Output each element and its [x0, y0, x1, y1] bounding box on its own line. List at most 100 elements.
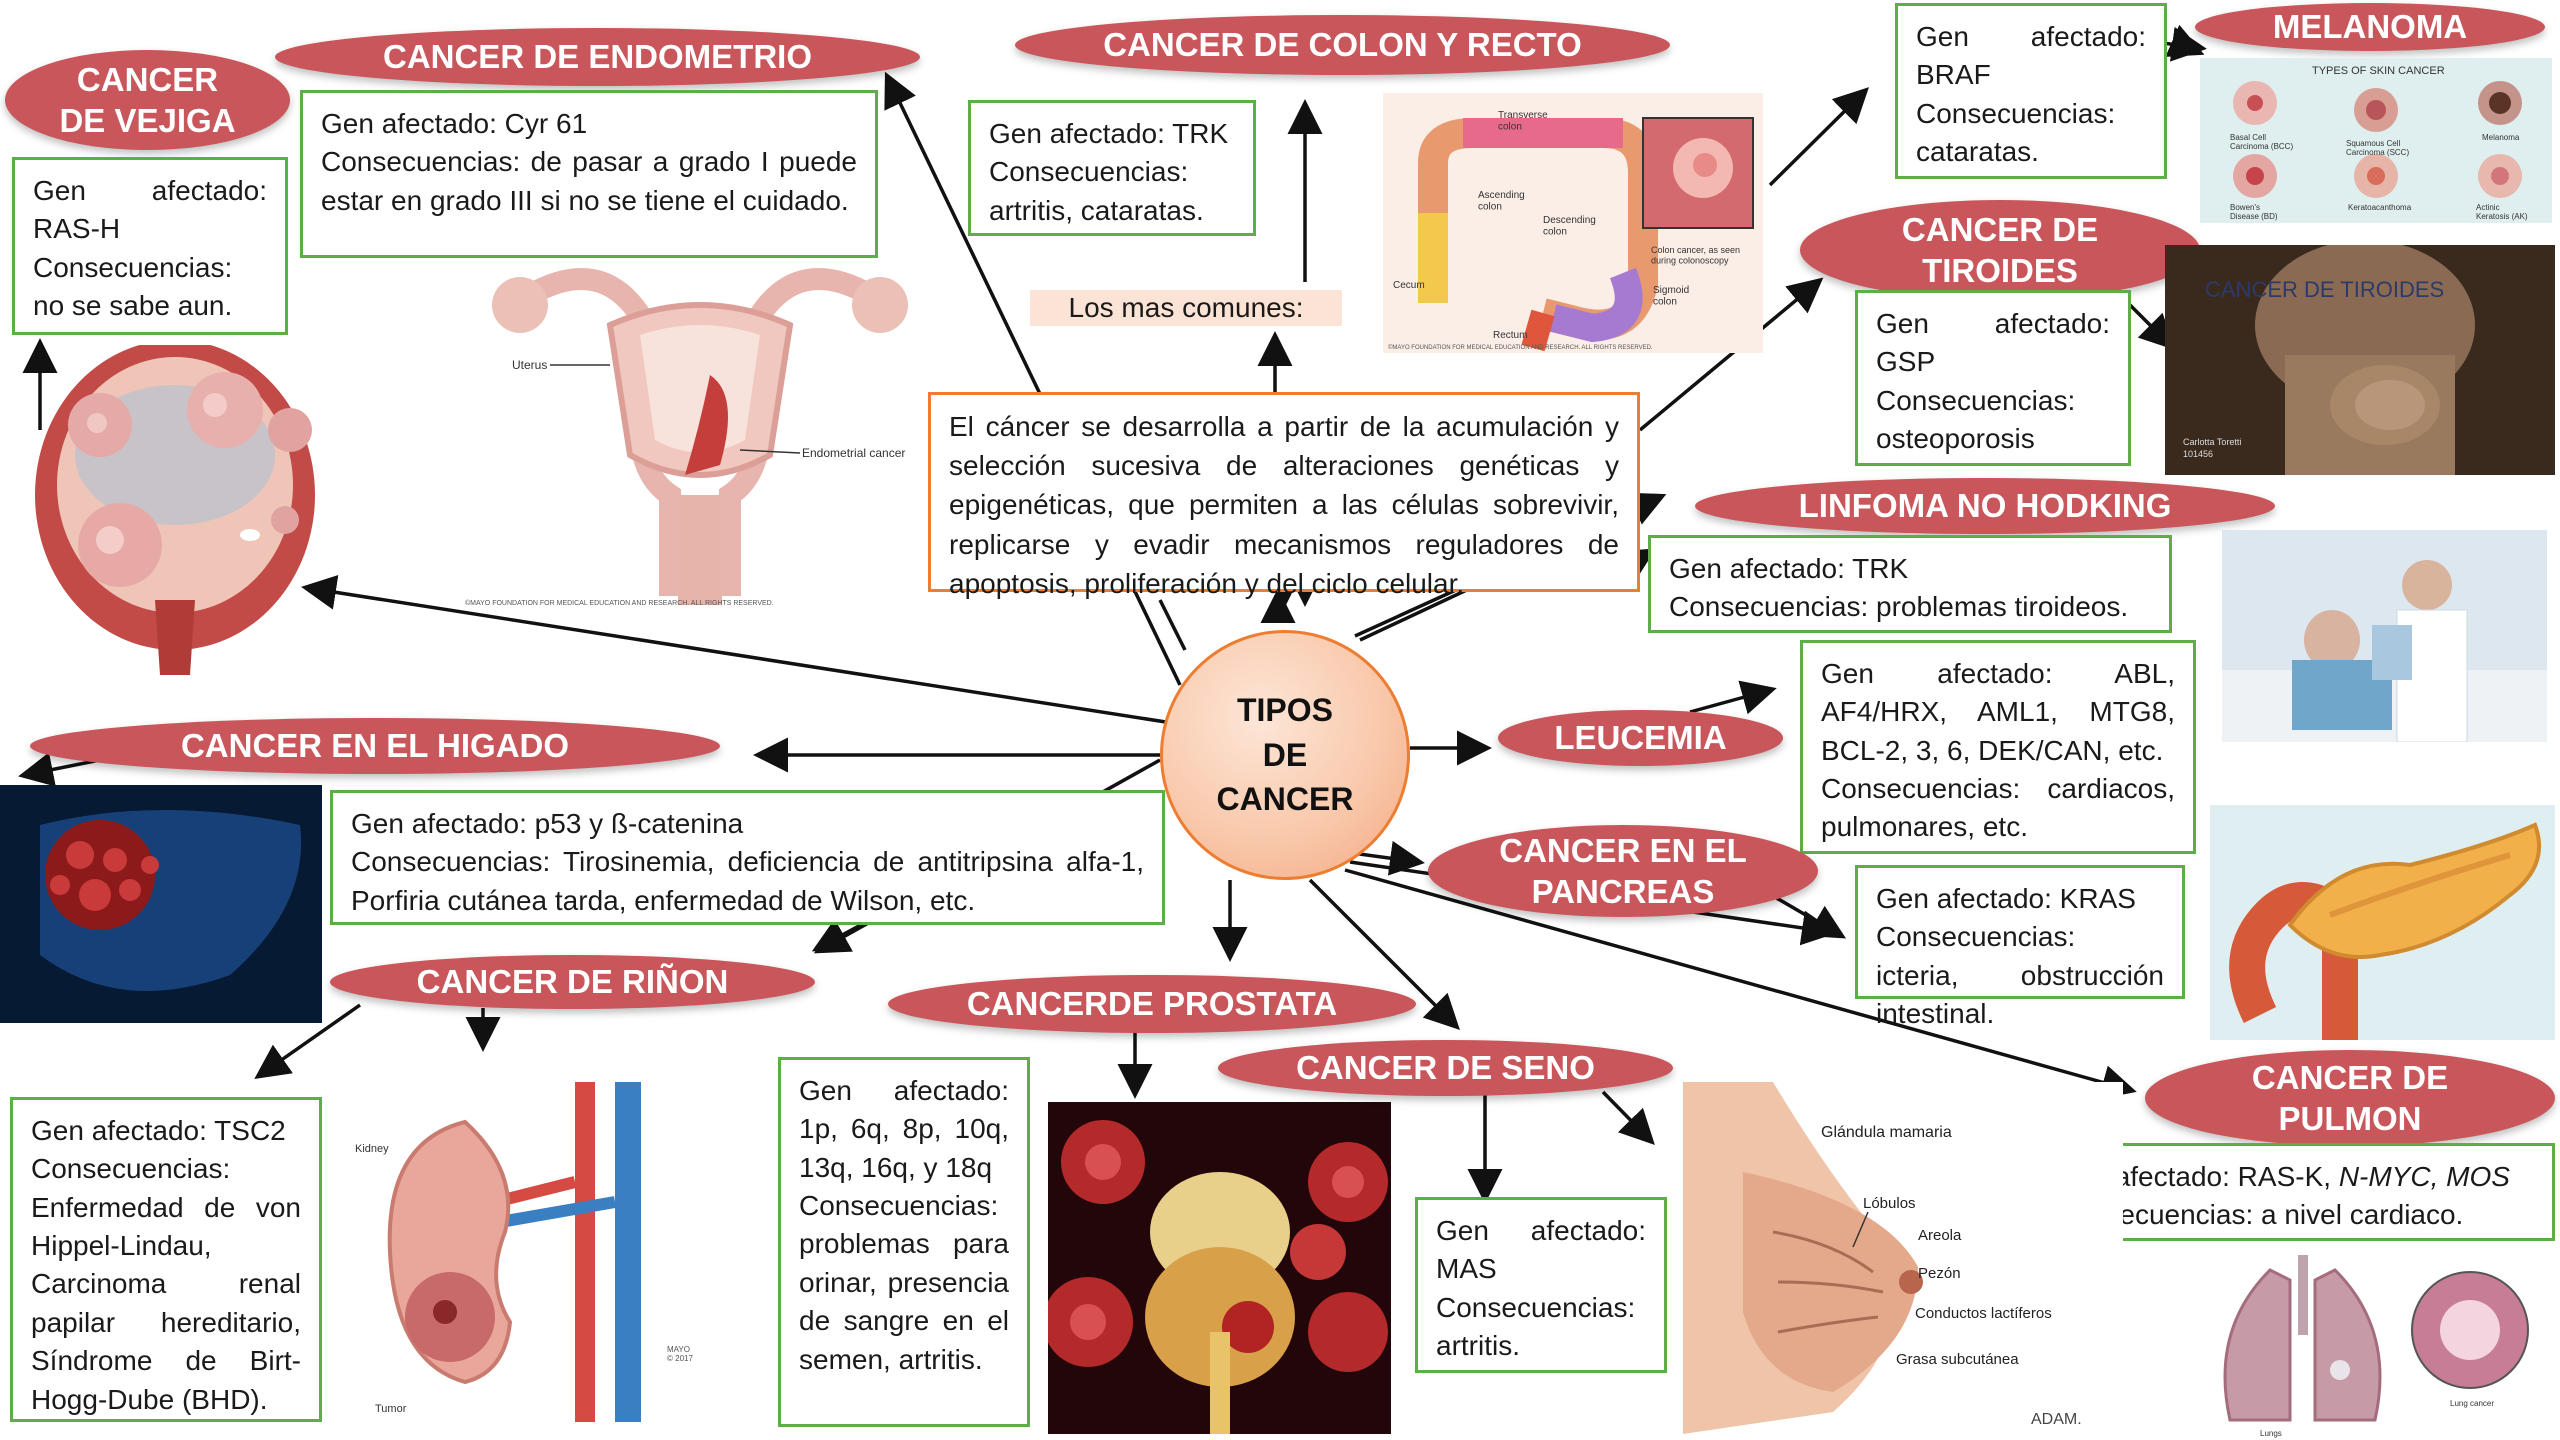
cons-tiroides: osteoporosis	[1876, 420, 2110, 458]
gene-melanoma: Gen afectado: BRAF	[1916, 18, 2146, 95]
title-leucemia: LEUCEMIA	[1498, 710, 1783, 766]
cons-pulmon: Consecuencias: a nivel cardiaco.	[2054, 1196, 2534, 1234]
title-melanoma: MELANOMA	[2195, 3, 2545, 51]
prostate-illustration	[1048, 1102, 1391, 1434]
gene-tiroides: Gen afectado: GSP	[1876, 305, 2110, 382]
intro-text: El cáncer se desarrolla a partir de la a…	[949, 407, 1619, 603]
gene-pancreas: Gen afectado: KRAS	[1876, 880, 2164, 918]
label-conductos: Conductos lactíferos	[1915, 1305, 2052, 1322]
pancreas-illustration	[2210, 805, 2555, 1040]
uterus-illustration: Uterus Endometrial cancer ©MAYO FOUNDATI…	[460, 225, 930, 610]
gene-seno: Gen afectado: MAS	[1436, 1212, 1646, 1289]
label-lungs: Lungs	[2260, 1429, 2282, 1438]
label-cecum: Cecum	[1393, 280, 1425, 291]
gene-rinon: Gen afectado: TSC2	[31, 1112, 301, 1150]
gene-pulmon: Gen afectado: RAS-K, N-MYC, MOS	[2054, 1158, 2534, 1196]
center-topic-circle: TIPOS DE CANCER	[1160, 630, 1410, 880]
label-rectum: Rectum	[1493, 330, 1527, 341]
box-cancer-rinon: Gen afectado: TSC2 Consecuencias: Enferm…	[10, 1097, 322, 1422]
title-cancer-vejiga: CANCER DE VEJIGA	[5, 50, 290, 150]
gene-leucemia: Gen afectado: ABL, AF4/HRX, AML1, MTG8, …	[1821, 655, 2175, 770]
liver-illustration	[0, 785, 322, 1023]
cons-melanoma: cataratas.	[1916, 133, 2146, 171]
box-cancer-vejiga: Gen afectado: RAS-H Consecuencias: no se…	[12, 157, 288, 335]
cons-rinon: Enfermedad de von Hippel-Lindau, Carcino…	[31, 1189, 301, 1419]
box-cancer-tiroides: Gen afectado: GSP Consecuencias: osteopo…	[1855, 290, 2131, 466]
cons-linfoma: Consecuencias: problemas tiroideos.	[1669, 588, 2151, 626]
center-title: TIPOS DE CANCER	[1217, 688, 1354, 822]
title-cancer-endometrio: CANCER DE ENDOMETRIO	[275, 28, 920, 86]
label-pezon: Pezón	[1918, 1265, 1961, 1282]
lung-illustration: Lungs Lung cancer	[2200, 1250, 2540, 1440]
skin-kerato: Keratoacanthoma	[2348, 203, 2412, 212]
title-cancer-tiroides: CANCER DE TIROIDES	[1800, 200, 2200, 300]
box-cancer-prostata: Gen afectado: 1p, 6q, 8p, 10q, 13q, 16q,…	[778, 1057, 1030, 1427]
uterus-footer: ©MAYO FOUNDATION FOR MEDICAL EDUCATION A…	[465, 599, 774, 607]
title-cancer-colon: CANCER DE COLON Y RECTO	[1015, 15, 1670, 75]
box-melanoma: Gen afectado: BRAF Consecuencias: catara…	[1895, 3, 2167, 179]
cons-prostata: problemas para orinar, presencia de sang…	[799, 1225, 1009, 1378]
thyroid-num: 101456	[2183, 449, 2213, 459]
colon-footer: ©MAYO FOUNDATION FOR MEDICAL EDUCATION A…	[1388, 344, 1653, 351]
cons-seno: artritis.	[1436, 1327, 1646, 1365]
label-lobulos: Lóbulos	[1863, 1195, 1916, 1212]
box-cancer-seno: Gen afectado: MAS Consecuencias: artriti…	[1415, 1197, 1667, 1373]
gene-vejiga: Gen afectado: RAS-H	[33, 172, 267, 249]
breast-illustration: Glándula mamaria Lóbulos Areola Pezón Co…	[1683, 1082, 2123, 1434]
title-linfoma: LINFOMA NO HODKING	[1695, 478, 2275, 534]
label-kidney-tumor: Tumor	[375, 1403, 407, 1415]
thyroid-photo: CANCER DE TIROIDES Carlotta Toretti 1014…	[2165, 245, 2555, 475]
cons-label-vejiga: Consecuencias:	[33, 249, 267, 287]
title-cancer-higado: CANCER EN EL HIGADO	[30, 718, 720, 774]
gene-endometrio: Gen afectado: Cyr 61	[321, 105, 857, 143]
gene-higado: Gen afectado: p53 y ß-catenina	[351, 805, 1144, 843]
skin-title: TYPES OF SKIN CANCER	[2312, 65, 2445, 77]
cons-label-melanoma: Consecuencias:	[1916, 95, 2146, 133]
title-cancer-pancreas: CANCER EN EL PANCREAS	[1428, 825, 1818, 917]
label-endometrial-cancer: Endometrial cancer	[802, 446, 905, 460]
label-areola: Areola	[1918, 1227, 1962, 1244]
title-cancer-seno: CANCER DE SENO	[1218, 1040, 1673, 1096]
label-lung-cancer: Lung cancer	[2450, 1399, 2494, 1408]
box-cancer-higado: Gen afectado: p53 y ß-catenina Consecuen…	[330, 790, 1165, 925]
gene-prostata: Gen afectado: 1p, 6q, 8p, 10q, 13q, 16q,…	[799, 1072, 1009, 1187]
cons-pancreas: Consecuencias: icteria, obstrucción inte…	[1876, 918, 2164, 1033]
bladder-illustration	[25, 345, 325, 675]
cons-label-tiroides: Consecuencias:	[1876, 382, 2110, 420]
breast-title: Glándula mamaria	[1821, 1124, 1952, 1141]
box-cancer-pancreas: Gen afectado: KRAS Consecuencias: icteri…	[1855, 865, 2185, 999]
label-uterus: Uterus	[512, 358, 547, 372]
skin-melanoma: Melanoma	[2482, 133, 2520, 142]
intro-definition-box: El cáncer se desarrolla a partir de la a…	[928, 392, 1640, 592]
cons-label-prostata: Consecuencias:	[799, 1187, 1009, 1225]
common-label: Los mas comunes:	[1030, 290, 1342, 326]
cons-label-colon: Consecuencias:	[989, 153, 1235, 191]
cons-higado: Consecuencias: Tirosinemia, deficiencia …	[351, 843, 1144, 920]
title-cancer-rinon: CANCER DE RIÑON	[330, 955, 815, 1009]
cons-leucemia: Consecuencias: cardiacos, pulmonares, et…	[1821, 770, 2175, 847]
label-kidney: Kidney	[355, 1143, 389, 1155]
cons-vejiga: no se sabe aun.	[33, 287, 267, 325]
cons-colon: artritis, cataratas.	[989, 192, 1235, 230]
box-leucemia: Gen afectado: ABL, AF4/HRX, AML1, MTG8, …	[1800, 640, 2196, 854]
box-cancer-colon: Gen afectado: TRK Consecuencias: artriti…	[968, 100, 1256, 236]
gene-colon: Gen afectado: TRK	[989, 115, 1235, 153]
cons-endometrio: Consecuencias: de pasar a grado I puede …	[321, 143, 857, 220]
label-grasa: Grasa subcutánea	[1896, 1351, 2019, 1368]
breast-brand: ADAM.	[2031, 1411, 2082, 1428]
thyroid-name: Carlotta Toretti	[2183, 437, 2241, 447]
hospital-photo	[2222, 530, 2547, 742]
kidney-mark: MAYO© 2017	[667, 1345, 693, 1363]
cons-label-rinon: Consecuencias:	[31, 1150, 301, 1188]
gene-linfoma: Gen afectado: TRK	[1669, 550, 2151, 588]
cons-label-seno: Consecuencias:	[1436, 1289, 1646, 1327]
title-cancer-pulmon: CANCER DE PULMON	[2145, 1050, 2555, 1146]
box-linfoma: Gen afectado: TRK Consecuencias: problem…	[1648, 535, 2172, 633]
thyroid-caption: CANCER DE TIROIDES	[2205, 277, 2444, 302]
title-cancer-prostata: CANCERDE PROSTATA	[888, 975, 1416, 1033]
kidney-illustration: Kidney Tumor MAYO© 2017	[345, 1082, 710, 1422]
